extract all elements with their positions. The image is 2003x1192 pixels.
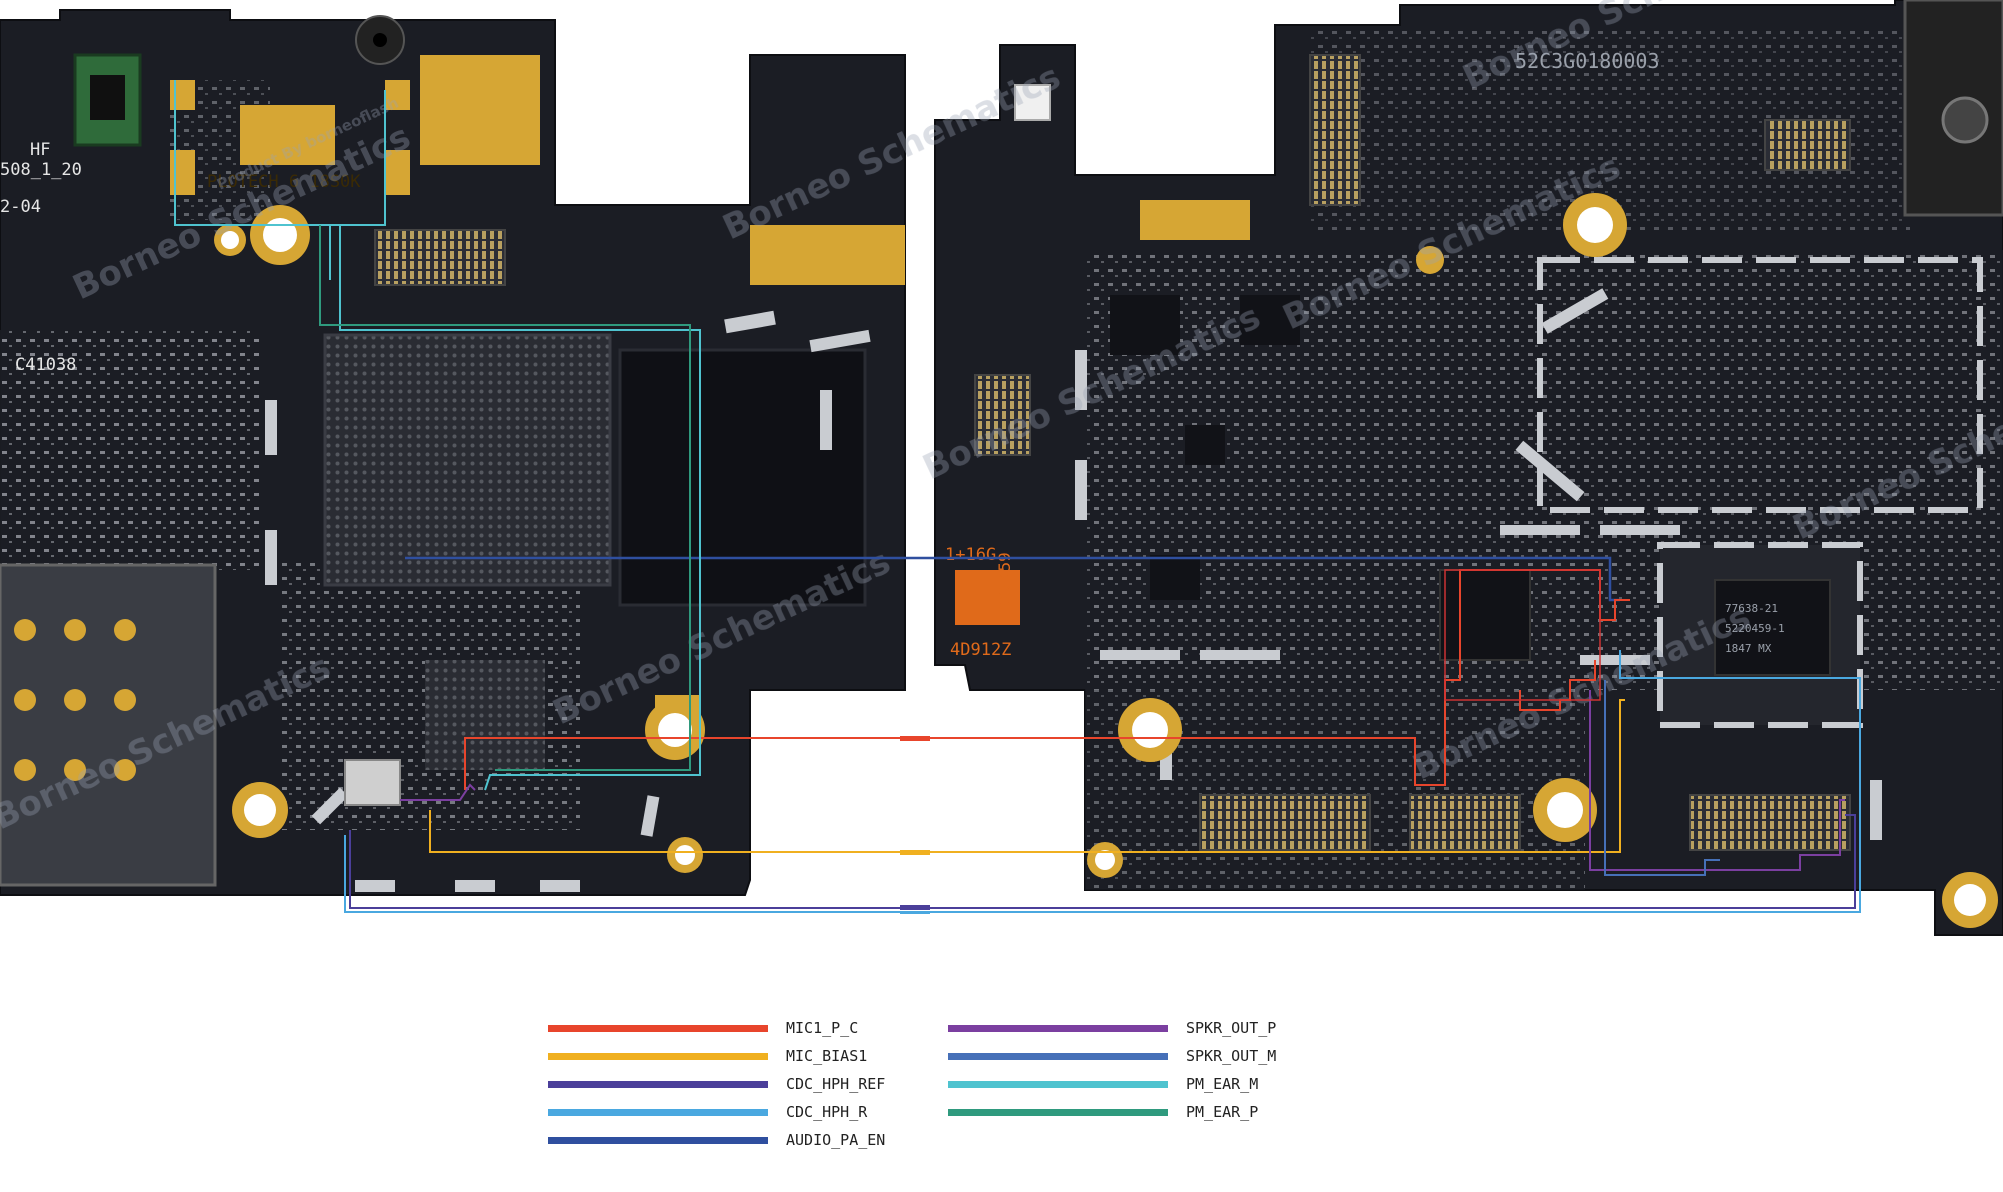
- legend-label: CDC_HPH_REF: [786, 1075, 886, 1093]
- legend-swatch: [548, 1053, 768, 1060]
- legend-swatch: [948, 1109, 1168, 1116]
- signal-traces: [174, 80, 1861, 914]
- trace-mic1-p-c: [464, 569, 1630, 790]
- trace-cdc-hph-ref: [349, 814, 1856, 909]
- trace-pm-ear-p: [319, 225, 691, 771]
- trace-pm-ear-m: [174, 80, 701, 791]
- legend-label: PM_EAR_P: [1186, 1103, 1259, 1121]
- silk-plotech: PLOTECH 6 18S0K: [207, 172, 361, 192]
- trace-spkr-out-p: [1589, 690, 1845, 871]
- legend-label: MIC_BIAS1: [786, 1047, 868, 1065]
- legend-swatch: [948, 1081, 1168, 1088]
- silk-c41038: C41038: [15, 355, 76, 375]
- legend-label: MIC1_P_C: [786, 1019, 859, 1037]
- silk-4d912z: 4D912Z: [950, 640, 1011, 660]
- trace-spkr-out-m: [1604, 680, 1720, 876]
- silk-000459: 000459: [995, 552, 1014, 610]
- legend-label: PM_EAR_M: [1186, 1075, 1259, 1093]
- legend-swatch: [548, 1109, 768, 1116]
- legend-label: SPKR_OUT_P: [1186, 1019, 1277, 1037]
- legend-swatch: [948, 1053, 1168, 1060]
- silk-memory: 1+16G: [945, 545, 996, 565]
- legend-swatch: [548, 1025, 768, 1032]
- silk-serial: 52C3G0180003: [1515, 49, 1660, 73]
- trace-cdc-hph-r: [344, 650, 1861, 913]
- legend-swatch: [548, 1137, 768, 1144]
- pcb-board-view: HF 508_1_20 2-04 PLOTECH 6 18S0K C41038 …: [0, 0, 2003, 936]
- silk-chip-b: 5220459-1: [1725, 622, 1785, 635]
- legend-swatch: [948, 1025, 1168, 1032]
- silk-date-code: 2-04: [0, 197, 41, 217]
- legend-swatch: [548, 1081, 768, 1088]
- right-board: 1+16G 4D912Z 000459 77638-21 5220459-1 1…: [934, 0, 2003, 936]
- silk-chip-a: 77638-21: [1725, 602, 1778, 615]
- legend-label: SPKR_OUT_M: [1186, 1047, 1277, 1065]
- legend-label: AUDIO_PA_EN: [786, 1131, 886, 1149]
- silk-chip-c: 1847 MX: [1725, 642, 1772, 655]
- left-board: HF 508_1_20 2-04 PLOTECH 6 18S0K C41038: [0, 9, 906, 896]
- trace-mic-bias1: [429, 699, 1625, 853]
- silk-hf: HF: [30, 140, 50, 160]
- legend-label: CDC_HPH_R: [786, 1103, 868, 1121]
- silk-508: 508_1_20: [0, 160, 82, 180]
